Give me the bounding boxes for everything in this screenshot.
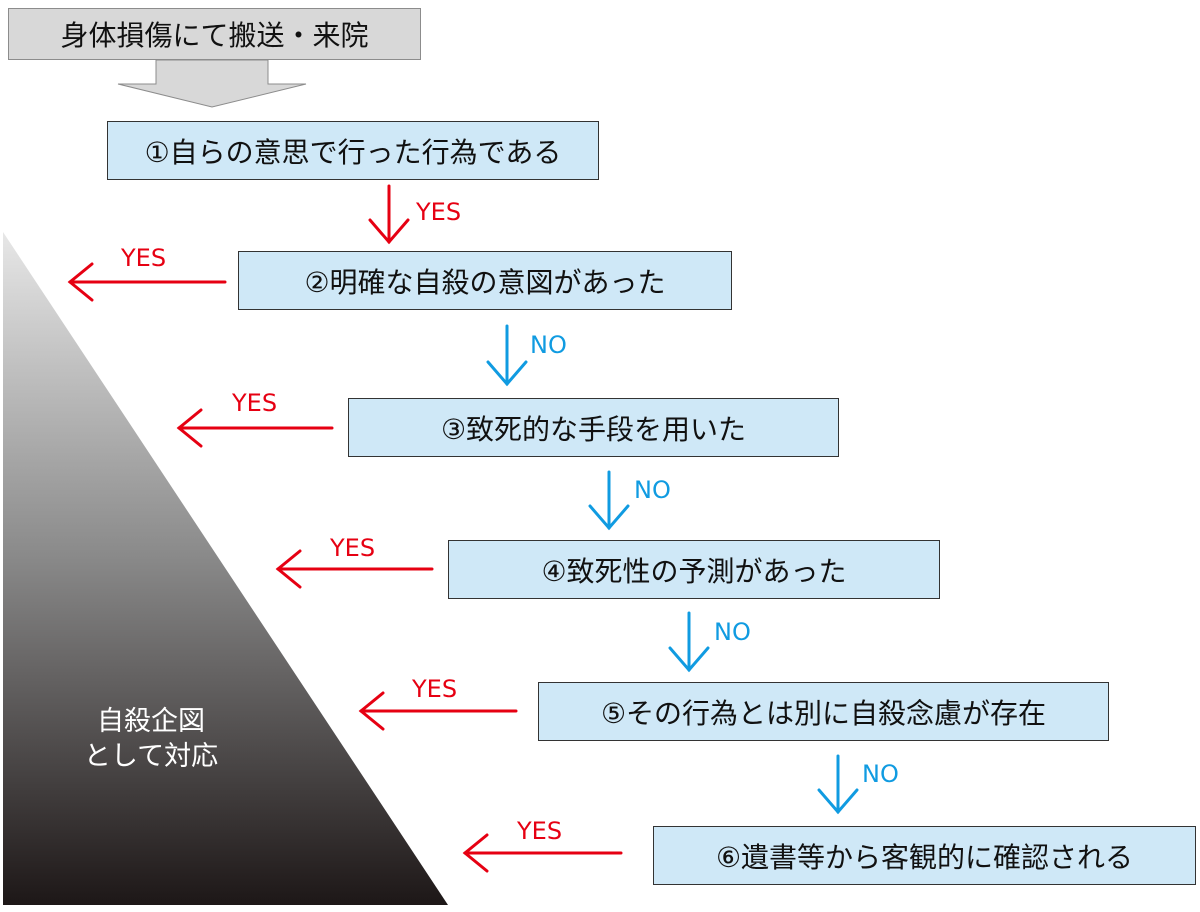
outcome-label: 自殺企図 として対応 [83,706,219,772]
step-1-voluntary-act: ①自らの意思で行った行為である [107,121,599,180]
yes-arrow-left-6 [462,833,623,873]
no-arrow-down-2 [486,324,528,387]
no-arrow-down-3 [588,470,630,531]
down-branch-label-1: YES [416,198,462,226]
down-branch-label-4: NO [714,618,751,646]
step-5-separate-suicidal-ideation: ⑤その行為とは別に自殺念慮が存在 [538,682,1109,741]
start-box: 身体損傷にて搬送・来院 [8,8,421,60]
step-4-lethality-expected: ④致死性の予測があった [448,540,940,599]
left-branch-label-3: YES [232,389,278,417]
left-branch-label-6: YES [517,817,563,845]
left-branch-label-5: YES [412,675,458,703]
no-arrow-down-4 [668,611,710,673]
yes-arrow-left-5 [358,691,518,731]
left-branch-label-4: YES [330,534,376,562]
outcome-triangle [3,232,448,905]
step-3-lethal-method: ③致死的な手段を用いた [348,398,839,457]
yes-arrow-down-1 [368,184,410,245]
start-to-step-arrow [117,59,307,108]
down-branch-label-3: NO [634,476,671,504]
down-branch-label-2: NO [530,331,567,359]
no-arrow-down-5 [817,754,859,815]
yes-arrow-left-4 [275,549,434,589]
down-branch-label-5: NO [862,760,899,788]
left-branch-label-2: YES [121,244,167,272]
yes-arrow-left-2 [67,262,227,302]
step-6-objective-confirmation: ⑥遺書等から客観的に確認される [653,826,1196,885]
yes-arrow-left-3 [176,408,334,448]
step-2-clear-suicidal-intent: ②明確な自殺の意図があった [238,251,732,310]
